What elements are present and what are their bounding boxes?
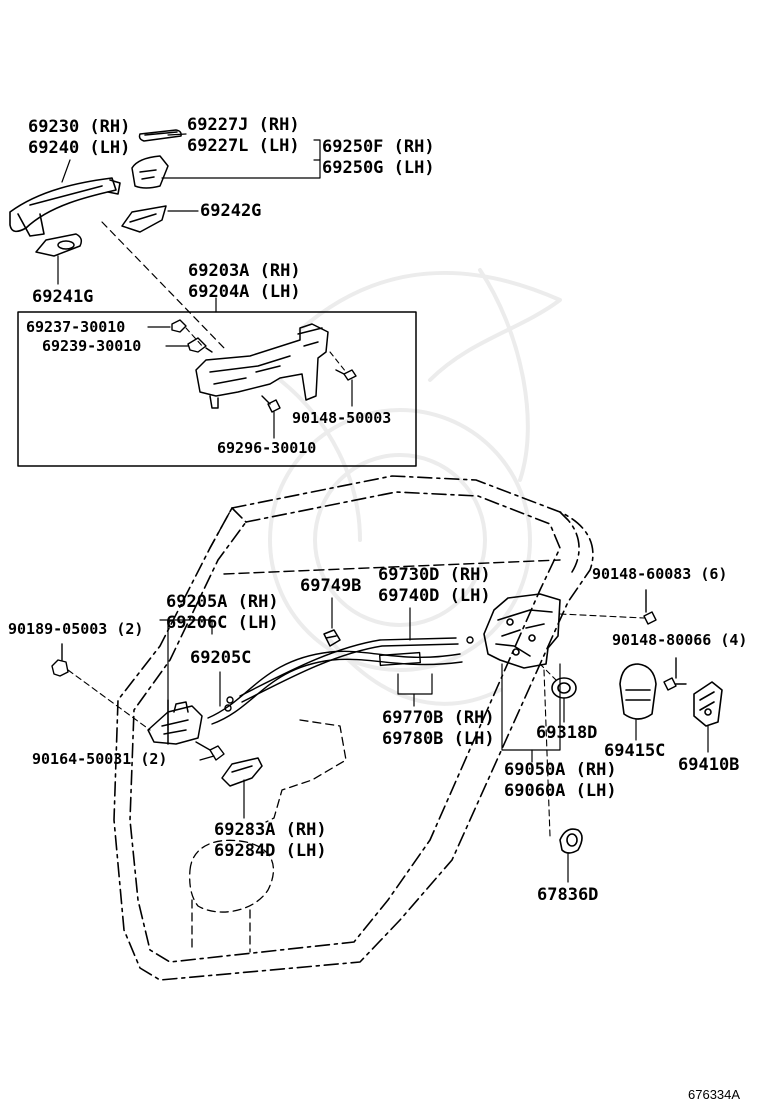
striker-screw-drawing [663, 657, 687, 691]
label-lock-assembly-rh: 69050A (RH) [504, 760, 617, 780]
diagram-reference-number: 676334A [688, 1087, 741, 1102]
clip-drawing [51, 643, 69, 677]
screw-inside-drawing [195, 741, 225, 761]
label-inside-handle-rh: 69205A (RH) [166, 592, 279, 612]
label-grommet: 69318D [536, 723, 598, 743]
label-bezel-rh: 69283A (RH) [214, 820, 327, 840]
leader-lock-assembly [501, 663, 561, 751]
label-lock-assembly-lh: 69060A (LH) [504, 781, 617, 801]
leader-lines-middle [159, 597, 433, 819]
label-clip: 90189-05003 (2) [8, 620, 144, 638]
label-cable-upper-lh: 69740D (LH) [378, 586, 491, 606]
label-screw-striker: 90148-80066 (4) [612, 631, 748, 649]
label-inside-handle-sub: 69205C [190, 648, 252, 668]
label-clip-cable: 69749B [300, 576, 362, 596]
label-handle-set-rh: 69250F (RH) [322, 137, 435, 157]
label-frame: 69203A (RH) 69204A (LH) [188, 263, 301, 301]
leader-lines-frame [147, 326, 353, 439]
label-screw-lock: 90148-60083 (6) [592, 565, 728, 583]
cables [207, 636, 474, 725]
pad-front-drawing [35, 233, 83, 257]
bezel-drawing [221, 757, 263, 787]
label-striker: 69410B [678, 755, 740, 775]
leader-dashed-clip [67, 669, 151, 731]
outside-handle-drawing [9, 177, 121, 237]
door-window-sash [209, 507, 561, 575]
label-bezel: 69283A (RH) 69284D (LH) [214, 822, 327, 860]
label-handle-cap-rh: 69227J (RH) [187, 115, 300, 135]
lock-screws-drawing [643, 589, 657, 625]
handle-cap-drawing [138, 129, 182, 142]
striker-drawing [693, 681, 723, 727]
label-cap-plug: 67836D [537, 885, 599, 905]
cap-plug-drawing [559, 828, 583, 854]
label-handle-cap: 69227J (RH) 69227L (LH) [187, 117, 300, 155]
label-outside-handle: 69230 (RH) 69240 (LH) [28, 119, 130, 157]
label-handle-set: 69250F (RH) 69250G (LH) [322, 139, 435, 177]
label-cable-lower-lh: 69780B (LH) [382, 729, 495, 749]
label-cable-upper-rh: 69730D (RH) [378, 565, 491, 585]
lock-assembly-drawing [483, 593, 561, 669]
label-pad-front: 69241G [32, 287, 94, 307]
leader-dashed-grommet [539, 663, 557, 681]
frame-drawing [195, 323, 329, 409]
label-outside-handle-lh: 69240 (LH) [28, 138, 131, 158]
label-lock-assembly: 69050A (RH) 69060A (LH) [504, 762, 617, 800]
watermark-emblem [268, 268, 562, 706]
label-outside-handle-rh: 69230 (RH) [28, 117, 131, 137]
label-screw-bottom: 69296-30010 [217, 439, 317, 457]
door-outline [113, 475, 594, 981]
label-handle-cap-lh: 69227L (LH) [187, 136, 300, 156]
label-frame-lh: 69204A (LH) [188, 282, 301, 302]
frame-box [17, 311, 417, 467]
label-nut-b: 69239-30010 [42, 337, 142, 355]
label-screw-frame: 90148-50003 [292, 409, 392, 427]
label-handle-set-lh: 69250G (LH) [322, 158, 435, 178]
label-inside-handle: 69205A (RH) 69206C (LH) [166, 594, 279, 632]
door-inner-cutouts [189, 719, 347, 953]
label-pad-rear: 69242G [200, 201, 262, 221]
leader-dashed-cap [543, 669, 551, 837]
label-nut-a: 69237-30010 [26, 318, 126, 336]
pad-rear-drawing [121, 205, 167, 233]
grommet-drawing [551, 677, 577, 699]
leader-lines-top [57, 133, 321, 313]
label-cable-lower-rh: 69770B (RH) [382, 708, 495, 728]
label-inside-handle-lh: 69206C (LH) [166, 613, 279, 633]
label-cover: 69415C [604, 741, 666, 761]
frame-fasteners [171, 319, 357, 413]
cover-drawing [619, 663, 657, 720]
label-cable-lower: 69770B (RH) 69780B (LH) [382, 710, 495, 748]
leader-dashed-handle [101, 221, 227, 351]
frame-dashed-links [185, 327, 347, 373]
label-bezel-lh: 69284D (LH) [214, 841, 327, 861]
label-cable-upper: 69730D (RH) 69740D (LH) [378, 567, 491, 605]
cable-clip-drawing [323, 629, 341, 647]
handle-set-drawing [131, 155, 169, 189]
inside-handle-drawing [147, 699, 203, 745]
leader-dashed-lock-screw [559, 613, 645, 619]
label-screw-inside: 90164-50031 (2) [32, 750, 168, 768]
label-frame-rh: 69203A (RH) [188, 261, 301, 281]
